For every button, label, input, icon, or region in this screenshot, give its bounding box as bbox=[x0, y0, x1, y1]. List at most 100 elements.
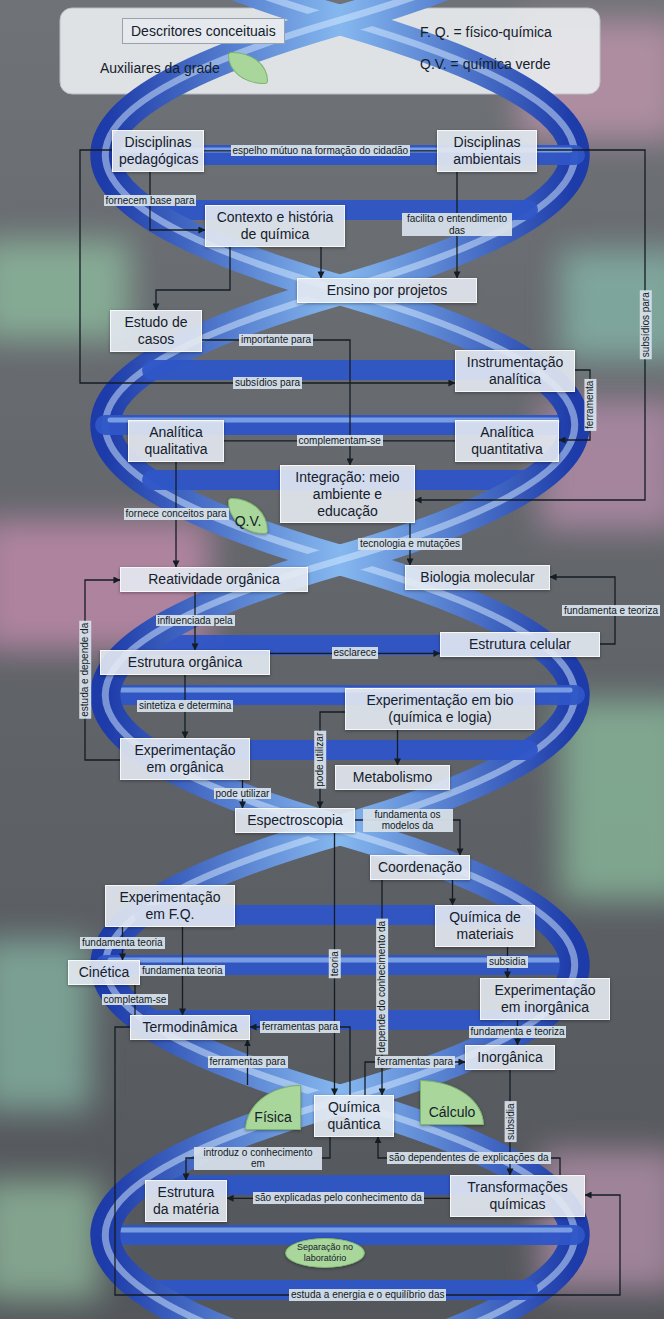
edge-label: estuda e depende da bbox=[79, 621, 91, 719]
edge-label: fundamenta teoria bbox=[80, 937, 165, 949]
connector bbox=[320, 247, 321, 278]
node-text: Estudo de casos bbox=[117, 314, 195, 348]
edge-label: fundamenta teoria bbox=[140, 965, 225, 977]
connector bbox=[452, 880, 453, 905]
concept-box: Analítica qualitativa bbox=[128, 420, 224, 462]
auxiliary-shape: Q.V. bbox=[228, 498, 268, 534]
concept-box: Estrutura da matéria bbox=[145, 1180, 227, 1222]
edge-label: fornecem base para bbox=[104, 195, 197, 207]
edge-label: esclarece bbox=[332, 647, 379, 659]
concept-box: Estrutura orgânica bbox=[100, 650, 270, 675]
legend-swatch bbox=[228, 52, 268, 84]
node-text: Instrumentação analítica bbox=[462, 354, 568, 388]
node-text: Separação no laboratório bbox=[294, 1242, 356, 1264]
edge-label: pode utilizar bbox=[214, 788, 272, 800]
node-text: Biologia molecular bbox=[412, 569, 543, 586]
abbreviation-note: F. Q. = físico-química bbox=[420, 24, 552, 41]
edge-label: fornece conceitos para bbox=[124, 508, 229, 520]
legend-text: Descritores conceituais bbox=[131, 23, 276, 39]
node-text: Experimentação em F.Q. bbox=[112, 889, 228, 923]
concept-box: Reatividade orgânica bbox=[120, 567, 308, 592]
connector bbox=[115, 1027, 620, 1295]
edge-label: depende do conhecimento da bbox=[376, 919, 388, 1055]
legend-text: Auxiliares da grade bbox=[100, 60, 220, 77]
edge-label: facilita o entendimento das bbox=[402, 213, 512, 236]
edge-label: introduz o conhecimento em bbox=[194, 1147, 322, 1170]
edge-label: são dependentes de explicações da bbox=[387, 1152, 551, 1164]
concept-box: Química quântica bbox=[314, 1095, 394, 1137]
edge-label: fundamenta os modelos da bbox=[363, 809, 453, 832]
concept-box: Integração: meio ambiente e educação bbox=[280, 465, 415, 523]
node-text: Estrutura orgânica bbox=[107, 654, 263, 671]
node-text: Física bbox=[254, 1109, 291, 1126]
concept-box: Disciplinas ambientais bbox=[437, 130, 537, 172]
connector bbox=[80, 150, 455, 383]
connector bbox=[186, 1137, 330, 1180]
node-text: Espectroscopia bbox=[242, 812, 348, 829]
concept-box: Instrumentação analítica bbox=[455, 350, 575, 392]
node-text: Cinética bbox=[75, 964, 133, 981]
node-text: Analítica quantitativa bbox=[462, 424, 552, 458]
node-text: Experimentação em orgânica bbox=[127, 742, 243, 776]
node-text: Analítica qualitativa bbox=[135, 424, 217, 458]
concept-box: Contexto e história de química bbox=[205, 205, 345, 247]
edge-label: pode utilizar bbox=[314, 731, 326, 789]
concept-box: Estrutura celular bbox=[440, 632, 600, 657]
edge-label: ferramenta bbox=[584, 379, 596, 431]
node-text: Experimentação em inorgânica bbox=[487, 982, 603, 1016]
node-text: Termodinâmica bbox=[137, 1019, 243, 1036]
concept-box: Coordenação bbox=[370, 855, 470, 880]
concept-box: Cinética bbox=[68, 960, 140, 985]
concept-box: Estudo de casos bbox=[110, 310, 202, 352]
node-text: Reatividade orgânica bbox=[127, 571, 301, 588]
node-text: Contexto e história de química bbox=[212, 209, 338, 243]
edge-label: teoria bbox=[329, 949, 341, 978]
node-text: Metabolismo bbox=[342, 769, 443, 786]
edge-label: ferramentas para bbox=[375, 1056, 455, 1068]
node-text: Estrutura celular bbox=[447, 636, 593, 653]
node-text: Química quântica bbox=[321, 1099, 387, 1133]
concept-box: Biologia molecular bbox=[405, 565, 550, 590]
concept-box: Experimentação em inorgânica bbox=[480, 978, 610, 1020]
auxiliary-shape: Física bbox=[245, 1085, 301, 1130]
node-text: Coordenação bbox=[377, 859, 463, 876]
concept-box: Espectroscopia bbox=[235, 808, 355, 833]
node-text: Química de materiais bbox=[442, 909, 528, 943]
node-text: Transformações químicas bbox=[457, 1179, 578, 1213]
node-text: Disciplinas pedagógicas bbox=[119, 134, 197, 168]
connector bbox=[156, 247, 230, 310]
legend-swatch: Descritores conceituais bbox=[122, 18, 285, 44]
concept-box: Metabolismo bbox=[335, 765, 450, 790]
node-text: Ensino por projetos bbox=[304, 282, 470, 299]
connector bbox=[378, 1137, 560, 1175]
auxiliary-shape: Separação no laboratório bbox=[285, 1238, 365, 1268]
edge-label: tecnologia e mutações bbox=[358, 538, 462, 550]
edge-label: estuda a energia e o equilíbrio das bbox=[289, 1289, 446, 1301]
node-text: Integração: meio ambiente e educação bbox=[287, 469, 408, 519]
edge-label: subsidia bbox=[504, 1102, 516, 1143]
edge-label: espelho mútuo na formação do cidadão bbox=[231, 145, 411, 157]
connector bbox=[415, 150, 645, 500]
concept-box: Transformações químicas bbox=[450, 1175, 585, 1217]
edge-label: subsídios para bbox=[639, 290, 651, 359]
edge-label: ferramentas para bbox=[208, 1056, 288, 1068]
node-text: Q.V. bbox=[235, 513, 262, 530]
connector bbox=[397, 730, 398, 765]
node-text: Inorgânica bbox=[472, 1049, 548, 1066]
edge-label: sintetiza e determina bbox=[137, 700, 233, 712]
concept-box: Química de materiais bbox=[435, 905, 535, 947]
edge-label: influenciada pela bbox=[156, 615, 235, 627]
edge-label: fundamenta e teoriza bbox=[562, 605, 660, 617]
edge-label: subsídios para bbox=[233, 377, 302, 389]
auxiliary-shape: Cálculo bbox=[420, 1080, 484, 1125]
edge-label: fundamenta e teoriza bbox=[469, 1026, 567, 1038]
node-text: Cálculo bbox=[429, 1104, 476, 1121]
concept-box: Analítica quantitativa bbox=[455, 420, 559, 462]
concept-box: Experimentação em bio (química e logia) bbox=[345, 688, 535, 730]
concept-box: Disciplinas pedagógicas bbox=[112, 130, 204, 172]
edge-label: completam-se bbox=[102, 994, 169, 1006]
concept-box: Experimentação em orgânica bbox=[120, 738, 250, 780]
node-text: Experimentação em bio (química e logia) bbox=[352, 692, 528, 726]
node-text: Disciplinas ambientais bbox=[444, 134, 530, 168]
